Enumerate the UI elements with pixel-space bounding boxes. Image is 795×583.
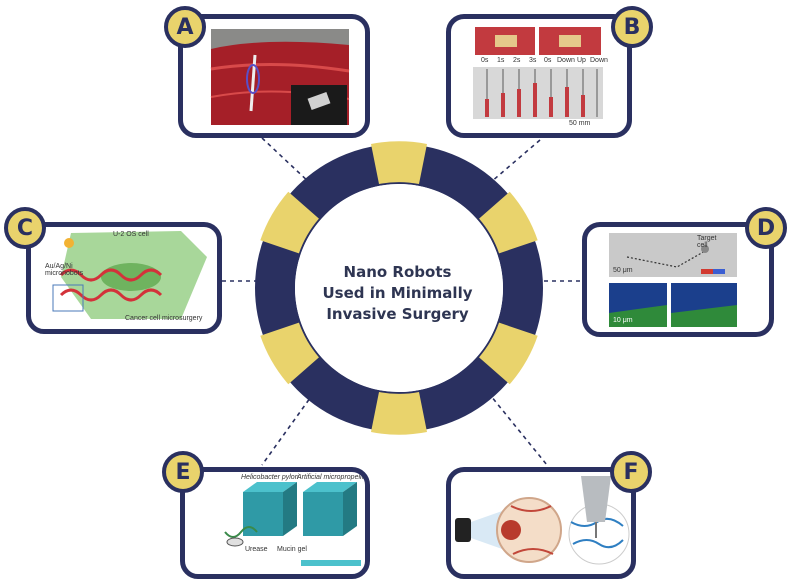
- panel-e: Helicobacter pylori Artificial microprop…: [180, 467, 370, 579]
- center-title-line1: Nano Robots: [343, 263, 452, 281]
- panel-a: [178, 14, 370, 138]
- panel-b-time-0: 0s: [481, 57, 489, 64]
- panel-e-title2: Artificial micropropeller: [297, 474, 368, 481]
- panel-b-scale: 50 mm: [569, 120, 591, 127]
- panel-d-scale2: 10 μm: [613, 317, 633, 324]
- panel-d: Target cell 50 μm 10 μm: [582, 222, 774, 337]
- panel-e-label1: Urease: [245, 546, 268, 553]
- panel-c-cell-label: U-2 OS cell: [113, 231, 149, 238]
- center-title-line2: Used in Minimally: [322, 284, 473, 302]
- panel-e-image: [224, 482, 361, 566]
- panel-b: 0s 1s 2s 3s 0s Down Up Down 50 mm: [446, 14, 632, 138]
- panel-b-time-1: 1s: [497, 57, 505, 64]
- panel-e-title1: Helicobacter pylori: [241, 474, 299, 481]
- panel-c-image: [52, 231, 207, 319]
- panel-b-time-7: Down: [590, 57, 608, 64]
- panel-b-image: [473, 27, 603, 119]
- panel-b-time-4: 0s: [544, 57, 552, 64]
- panel-f: [446, 467, 636, 579]
- badge-f: F: [610, 451, 652, 493]
- center-title: Nano Robots Used in Minimally Invasive S…: [300, 262, 495, 325]
- panel-b-time-6: Up: [577, 57, 586, 64]
- badge-c: C: [4, 207, 46, 249]
- panel-c-robots-label: Au/Ag/Ni micronobots: [45, 263, 84, 277]
- panel-b-time-3: 3s: [529, 57, 537, 64]
- panel-f-image: [455, 476, 630, 565]
- panel-e-label2: Mucin gel: [277, 546, 307, 553]
- badge-e: E: [162, 451, 204, 493]
- panel-c: U-2 OS cell Au/Ag/Ni micronobots Cancer …: [26, 222, 222, 334]
- badge-b: B: [611, 6, 653, 48]
- panel-a-image: [210, 29, 350, 125]
- central-ring: [255, 141, 543, 435]
- panel-d-image: [609, 233, 737, 327]
- panel-d-scale1: 50 μm: [613, 267, 633, 274]
- panel-b-time-5: Down: [557, 57, 575, 64]
- panel-c-caption: Cancer cell microsurgery: [125, 315, 203, 322]
- panel-b-time-2: 2s: [513, 57, 521, 64]
- center-title-line3: Invasive Surgery: [326, 305, 469, 323]
- panel-d-target-label: Target cell: [697, 235, 717, 249]
- badge-a: A: [164, 6, 206, 48]
- badge-d: D: [745, 207, 787, 249]
